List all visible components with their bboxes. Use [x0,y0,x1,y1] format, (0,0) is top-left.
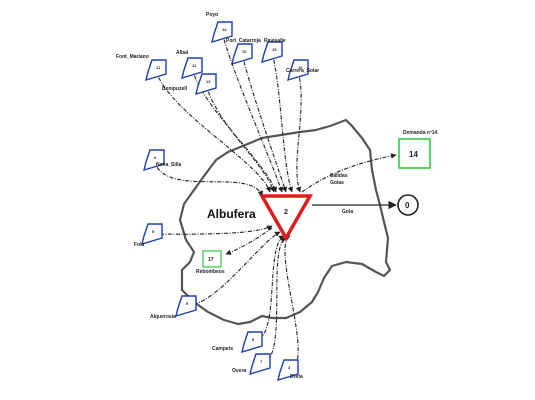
inflow-arrow-icon [261,41,283,64]
demand-box[interactable] [398,138,431,169]
inflow-node-albal[interactable]: 12 [181,57,203,80]
hub-node[interactable]: 2 [258,194,314,242]
inflow-node-benipuzell[interactable]: 13 [195,73,217,96]
inflow-arrow-icon [145,59,167,82]
inflow-number: 8 [252,337,255,342]
inflow-number: 9 [186,301,189,306]
sink-number: 0 [405,201,410,210]
inflow-node-dreta[interactable]: 3 [277,359,299,382]
flow-dreta [284,235,299,371]
inflow-node-font-mariano[interactable]: 11 [145,59,167,82]
flow-benipuzell [205,83,276,193]
reboundeo-flow [225,227,273,255]
inflow-number: 3 [288,365,291,370]
inflow-label-dreta: Dreta [290,374,303,380]
inflow-node-fola[interactable]: 5 [141,223,163,246]
flow-overa [259,237,287,365]
flow-port-catarroja [241,53,288,193]
inflow-number: 16 [298,65,303,70]
inflow-label-carrera-solar: Carrera_Solar [286,68,319,74]
lake-title: Albufera [207,207,256,221]
flow-font-mariano [155,69,272,193]
inflow-label-nova-silla: Nova_Silla [156,162,182,168]
inflow-arrow-icon [287,59,309,82]
inflow-arrow-icon [195,73,217,96]
inflow-arrow-icon [211,21,233,44]
inflow-number: 13 [206,79,211,84]
inflow-arrow-icon [181,57,203,80]
inflow-node-campets[interactable]: 8 [241,331,263,354]
inflow-number: 5 [152,229,155,234]
inflow-number: 6 [154,155,157,160]
inflow-arrow-icon [249,353,271,376]
reboundeo-number: 17 [208,257,214,263]
inflow-label-ravisalle: Ravisalle [264,38,286,44]
inflow-node-ravisalle[interactable]: 15 [261,41,283,64]
inflow-label-campets: Campets [212,346,233,352]
inflow-arrow-icon [277,359,299,382]
demand-number: 14 [409,150,418,159]
inflow-arrow-icon [175,295,197,318]
reboundeo-label: Rebombeos [196,269,225,275]
inflow-label-albal: Albal [176,50,189,56]
inflow-number: 11 [156,65,161,70]
inflow-label-poyo: Poyo [206,12,218,18]
inflow-label-font-mariano: Font_Mariano [116,54,149,60]
demand-label: Demanda nº14 [403,130,438,136]
inflow-label-benipuzell: Benipuzell [162,86,188,92]
inflow-arrow-icon [241,331,263,354]
inflow-label-alquerosia: Alquerosia [150,314,176,320]
inflow-number: 12 [192,63,197,68]
inflow-label-fola: Fola [134,242,144,248]
lake-outline [178,118,392,326]
sink-node[interactable] [397,194,419,216]
inflow-arrow-icon [141,223,163,246]
flow-poyo [221,31,284,193]
salidas-label-2: Golas [330,180,344,186]
inflow-nodes: 14 Poyo 10 Port_Catarroja 15 Ravisalle 11 Font_… [116,12,319,382]
inflow-node-port-catarroja[interactable]: 10 [231,43,253,66]
inflow-number: 7 [260,359,263,364]
inflow-number: 15 [272,47,277,52]
inflow-node-overa[interactable]: 7 [249,353,271,376]
inflow-label-overa: Overa [232,368,246,374]
hub-number: 2 [284,209,288,216]
gola-label: Gola [342,209,353,215]
reboundeo-box[interactable] [202,250,222,268]
inflow-node-poyo[interactable]: 14 [211,21,233,44]
flow-albal [191,67,278,193]
flow-carrera-solar [295,69,302,193]
inflow-node-nova-silla[interactable]: 6 [143,149,165,172]
inflow-node-carrera-solar[interactable]: 16 [287,59,309,82]
inflow-node-alquerosia[interactable]: 9 [175,295,197,318]
salidas-flow [301,153,397,193]
inflow-label-port-catarroja: Port_Catarroja [226,38,261,44]
flow-fola [151,225,273,235]
inflow-arrow-icon [143,149,165,172]
flow-ravisalle [271,51,294,193]
inflow-arrow-icon [231,43,253,66]
hub-triangle [258,194,314,242]
salidas-label-1: Salidas [330,173,348,179]
inflow-number: 14 [222,27,227,32]
inflow-number: 10 [242,49,247,54]
